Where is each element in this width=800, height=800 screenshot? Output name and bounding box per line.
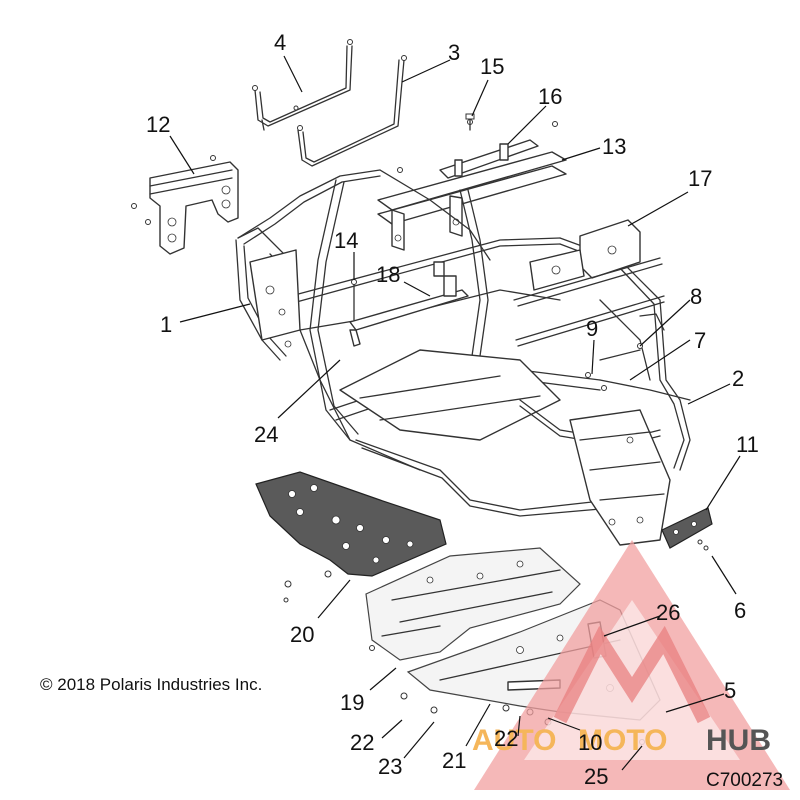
callout-25: 25 (584, 764, 608, 789)
callout-1: 1 (160, 312, 172, 337)
callout-6: 6 (734, 598, 746, 623)
callout-18: 18 (376, 262, 400, 287)
part-15-bolt (465, 113, 475, 131)
part-11-bracket (661, 507, 713, 551)
part-16-crossbar (439, 119, 558, 179)
callout-11: 11 (736, 432, 759, 457)
callout-21: 21 (442, 748, 466, 773)
callout-15: 15 (480, 54, 504, 79)
part-4-bracket (252, 39, 353, 131)
callout-10: 10 (578, 730, 602, 755)
callout-16: 16 (538, 84, 562, 109)
watermark-text-hub: HUB (706, 724, 771, 757)
callout-12: 12 (146, 112, 170, 137)
callout-24: 24 (254, 422, 278, 447)
callout-22b: 22 (494, 726, 518, 751)
callout-3: 3 (448, 40, 460, 65)
callout-5: 5 (724, 678, 736, 703)
watermark-text-auto: AUTO (472, 724, 556, 757)
callout-9: 9 (586, 316, 598, 341)
part-18-crossbar (349, 261, 469, 347)
part-3-bracket (297, 55, 407, 167)
callout-23: 23 (378, 754, 402, 779)
callout-22a: 22 (350, 730, 374, 755)
part-14-bolt (351, 279, 357, 321)
callout-labels: 1 2 3 4 5 6 7 8 9 10 11 12 13 14 15 16 1… (146, 30, 759, 789)
figure-code: C700273 (706, 770, 783, 791)
callout-8: 8 (690, 284, 702, 309)
callout-20: 20 (290, 622, 314, 647)
callout-2: 2 (732, 366, 744, 391)
watermark-text-moto: MOTO (578, 724, 667, 757)
callout-7: 7 (694, 328, 706, 353)
part-1-main-frame (235, 169, 613, 517)
callout-17: 17 (688, 166, 712, 191)
callout-13: 13 (602, 134, 626, 159)
part-8-9-7-hardware (585, 343, 643, 391)
leader-lines (169, 55, 741, 771)
part-20-skid-plate (255, 471, 447, 603)
callout-4: 4 (274, 30, 286, 55)
part-19-skid-plate (365, 547, 581, 661)
part-2-rear-frame (519, 237, 691, 546)
watermark-logo: AUTO MOTO HUB (472, 540, 790, 790)
copyright-text: © 2018 Polaris Industries Inc. (40, 675, 262, 694)
callout-19: 19 (340, 690, 364, 715)
part-12-bracket (131, 155, 239, 255)
callout-26: 26 (656, 600, 680, 625)
part-13-crossbar (377, 151, 567, 251)
callout-14: 14 (334, 228, 358, 253)
part-17-bracket (513, 219, 665, 347)
